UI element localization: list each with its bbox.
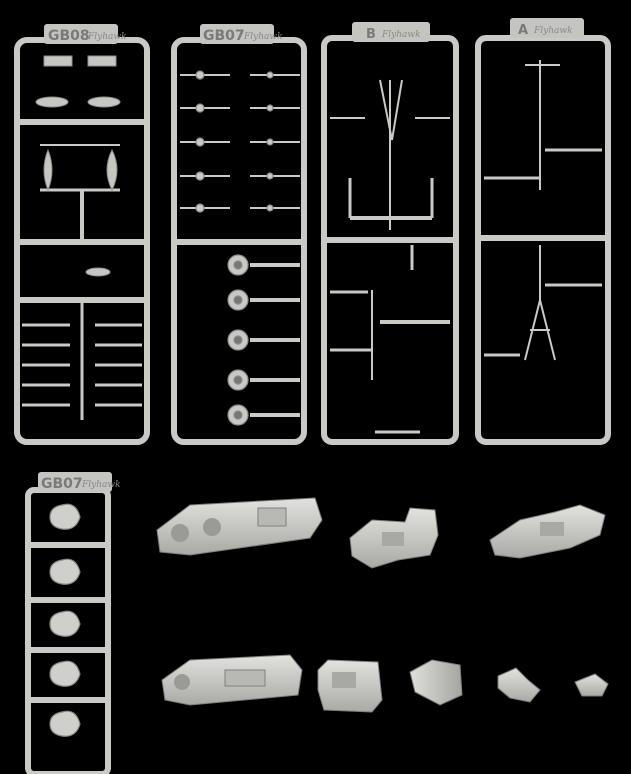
sprue-label: GB07: [41, 476, 83, 492]
sprue-b-tag: B Flyhawk: [352, 22, 430, 42]
funnel-part: [409, 659, 463, 706]
brand-logo-text: Flyhawk: [533, 26, 573, 36]
sprue-gb08-tag: GB08 Flyhawk: [44, 24, 127, 44]
sprue-a-tag: A Flyhawk: [510, 18, 584, 38]
sprue-gb07-tag: GB07 Flyhawk: [200, 24, 283, 44]
sprue-label: GB08: [48, 28, 90, 44]
brand-logo-text: Flyhawk: [381, 30, 421, 40]
sprue-gb07-bottom-turrets: [49, 503, 81, 737]
bridge-part: [317, 659, 383, 713]
superstructure-part-2: [489, 504, 606, 559]
brand-logo-text: Flyhawk: [87, 32, 127, 42]
sprue-gb07-bottom-tag: GB07 Flyhawk: [38, 472, 121, 492]
small-part-1: [497, 667, 541, 703]
sprue-label: GB07: [203, 28, 245, 44]
brand-logo-text: Flyhawk: [243, 32, 283, 42]
superstructure-part-1: [349, 507, 439, 569]
deck-part-large-1: [156, 497, 323, 556]
sprue-label: B: [366, 27, 376, 42]
sprue-gb07-parts: [195, 70, 274, 426]
deck-part-large-2: [161, 654, 303, 706]
sprue-label: A: [518, 23, 528, 38]
sprue-gb08-parts: [35, 55, 121, 277]
brand-logo-text: Flyhawk: [81, 480, 121, 490]
small-part-2: [574, 673, 609, 697]
